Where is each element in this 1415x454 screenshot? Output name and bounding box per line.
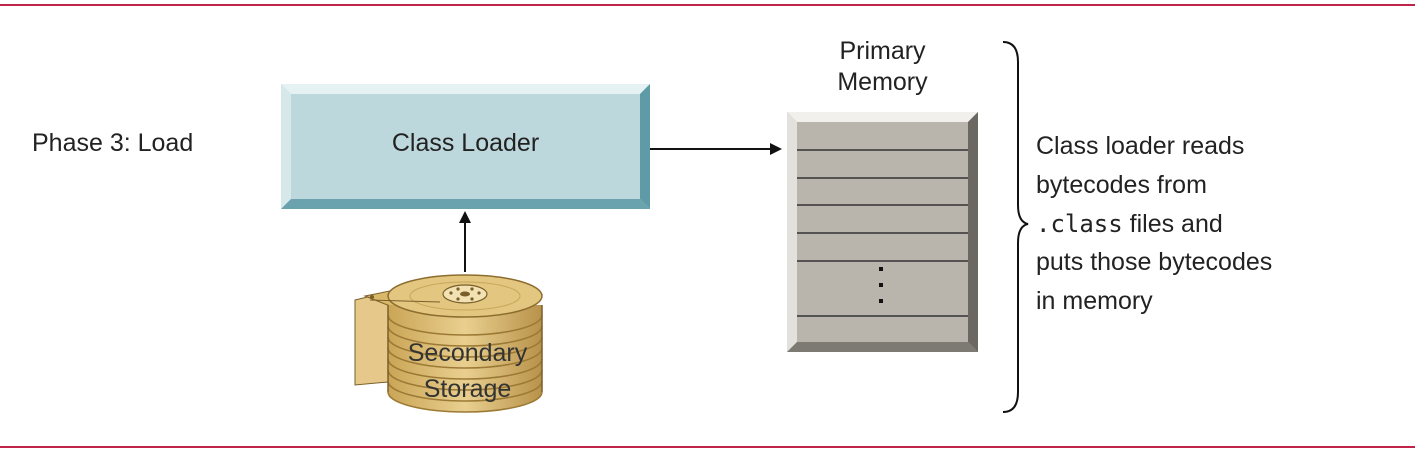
- description-line2: bytecodes from: [1036, 170, 1207, 199]
- memory-block-icon: [787, 112, 978, 352]
- load-description: Class loader reads bytecodes from .class…: [1036, 127, 1272, 321]
- secondary-storage-label: Secondary Storage: [385, 335, 550, 408]
- bottom-rule: [0, 446, 1415, 448]
- class-file-code: .class: [1036, 209, 1123, 238]
- description-line5: in memory: [1036, 287, 1153, 315]
- secondary-storage-line2: Storage: [423, 375, 512, 404]
- grouping-brace: [1002, 41, 1029, 413]
- description-line4: puts those bytecodes: [1036, 248, 1273, 277]
- description-line3-rest: files and: [1122, 209, 1223, 238]
- class-loader-box: [281, 84, 650, 209]
- class-loader-label: Class Loader: [391, 129, 540, 157]
- primary-memory-title-line1: Primary: [839, 37, 926, 65]
- disk-stack-icon: [354, 274, 543, 413]
- primary-memory-title-line2: Memory: [837, 68, 928, 97]
- top-rule: [0, 4, 1415, 6]
- primary-memory-title: Primary Memory: [800, 36, 965, 99]
- secondary-storage-line1: Secondary: [407, 339, 528, 367]
- description-line3: .class files and: [1036, 205, 1272, 244]
- description-line1: Class loader reads: [1036, 132, 1245, 160]
- phase-label: Phase 3: Load: [32, 129, 194, 157]
